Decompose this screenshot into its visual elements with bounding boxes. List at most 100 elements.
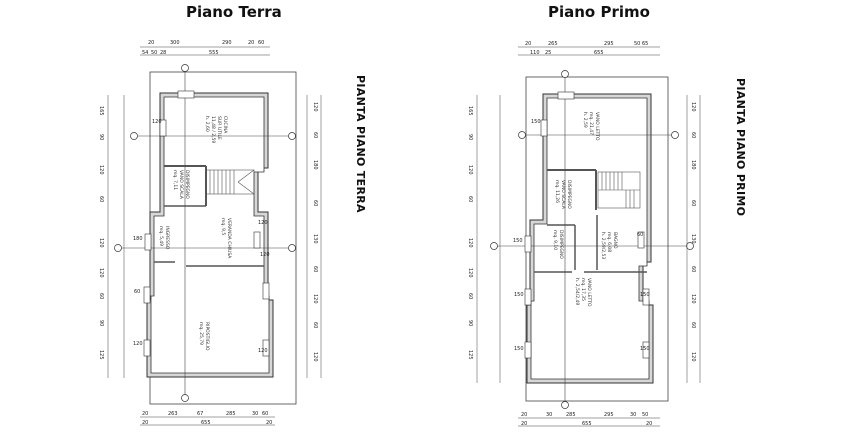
- dim-label: 20: [142, 420, 148, 426]
- dim-label: 20: [521, 421, 527, 427]
- first-floor-plan: 20 265 295 50 65 110 25 655 20 30 285 29…: [467, 41, 701, 427]
- ground-floor-title: Piano Terra: [186, 3, 282, 21]
- room-detail: mq. 5,49: [158, 226, 164, 246]
- window-mark: 120: [260, 252, 270, 258]
- dim-label: 54: [142, 50, 148, 56]
- dim-label: 165: [467, 106, 473, 116]
- ground-room-veranda: VERANDA CHIUSA mq. 9,5: [220, 218, 232, 259]
- ground-axis-marker-right2: [288, 244, 296, 252]
- first-window: [642, 341, 650, 359]
- first-floor-title: Piano Primo: [548, 3, 650, 21]
- ground-dims-right: 120 60 180 60 130 60 120 60 120: [312, 102, 318, 362]
- first-dims-bottom-1: 20 30 285 295 30 50: [521, 412, 648, 418]
- room-name: VANO LETTO: [594, 112, 600, 141]
- window-mark: 150: [640, 292, 650, 298]
- first-room-landing: DISIMPEGNO mq. 9,10: [552, 230, 564, 259]
- room-name: DISIMPEGNO: [558, 230, 564, 259]
- room-name: VERANDA CHIUSA: [226, 218, 232, 259]
- room-detail: 11,48 / 2,59: [210, 116, 216, 143]
- dim-label: 30: [546, 412, 552, 418]
- room-name: RIPOSTIGLIO: [204, 322, 210, 351]
- first-room-bedroom-2: VANO LETTO mq. 17,35 h. 2,54/2,49: [574, 278, 592, 307]
- ground-floor-plan: 20 300 290 20 60 54 50 28 555 20 263 67 …: [98, 40, 322, 426]
- ground-window: [143, 286, 151, 304]
- dim-label: 655: [594, 50, 604, 56]
- dim-label: 655: [582, 421, 592, 427]
- ground-window: [144, 233, 152, 251]
- dim-label: 30: [630, 412, 636, 418]
- window-mark: 150: [514, 292, 524, 298]
- ground-axis-marker-bottom: [181, 394, 189, 402]
- ground-floor-side-label: PIANTA PIANO TERRA: [354, 75, 367, 213]
- ground-room-kitchen: CUCINA SUP. UTILE 11,48 / 2,59 h. 2,60: [204, 116, 228, 143]
- ground-dims-bottom-2: 20 655 20: [142, 420, 272, 426]
- first-axis-marker-right1: [671, 131, 679, 139]
- room-detail: VANO SCALA: [560, 180, 566, 210]
- window-mark: 120: [152, 119, 162, 125]
- first-window-marks: 150 150 150 150 60 150 150: [513, 119, 650, 352]
- ground-axis-marker-left2: [114, 244, 122, 252]
- first-dims-left: 165 90 120 60 120 120 60 90 125: [467, 106, 473, 360]
- dim-label: 120: [312, 294, 318, 304]
- dim-label: 60: [467, 293, 473, 299]
- ground-axis-marker-right1: [288, 132, 296, 140]
- room-name: DISIMPEGNO: [184, 170, 190, 199]
- window-mark: 120: [258, 220, 268, 226]
- dim-label: 300: [170, 40, 180, 46]
- dim-label: 125: [98, 350, 104, 360]
- room-name: VANO LETTO: [586, 278, 592, 307]
- first-window: [540, 119, 548, 137]
- dim-label: 125: [467, 350, 473, 360]
- ground-axis-marker-left1: [130, 132, 138, 140]
- room-name: BAGNO: [612, 232, 618, 249]
- first-axis-marker-left1: [518, 131, 526, 139]
- dim-label: 120: [312, 102, 318, 112]
- ground-room-entrance: INGRESSO mq. 5,49: [158, 226, 170, 250]
- dim-label: 285: [226, 411, 236, 417]
- window-mark: 180: [133, 236, 143, 242]
- room-detail: mq. 9,5: [220, 218, 226, 235]
- ground-room-storage: RIPOSTIGLIO mq. 25,79: [198, 322, 210, 351]
- dim-label: 120: [467, 238, 473, 248]
- window-mark: 120: [133, 341, 143, 347]
- first-window: [637, 231, 645, 249]
- ground-window-marks: 120 180 60 120 120 120 120: [133, 119, 270, 354]
- room-detail: mq. 11,26: [554, 180, 560, 203]
- first-axis-marker-right2: [686, 242, 694, 250]
- room-detail: mq. 7,11: [172, 170, 178, 190]
- dim-label: 60: [690, 266, 696, 272]
- dim-label: 90: [467, 320, 473, 326]
- dim-label: 20: [248, 40, 254, 46]
- first-window: [524, 288, 532, 306]
- first-dims-top-1: 20 265 295 50 65: [525, 41, 648, 47]
- window-mark: 150: [531, 119, 541, 125]
- dim-label: 50: [634, 41, 640, 47]
- dim-label: 60: [98, 196, 104, 202]
- dim-label: 90: [98, 320, 104, 326]
- dim-label: 90: [467, 134, 473, 140]
- dim-label: 295: [604, 412, 614, 418]
- dim-label: 90: [98, 134, 104, 140]
- dim-label: 20: [142, 411, 148, 417]
- ground-window: [143, 339, 151, 357]
- first-window: [524, 235, 532, 253]
- room-detail: h. 2,60: [204, 116, 210, 132]
- dim-label: 120: [690, 352, 696, 362]
- first-dims-right: 120 60 180 60 130 60 120 60 120: [690, 102, 696, 362]
- first-room-hall: DISIMPEGNO VANO SCALA mq. 11,26: [554, 180, 572, 210]
- dim-label: 120: [98, 268, 104, 278]
- room-detail: h. 2,59: [582, 112, 588, 128]
- first-staircase: [597, 171, 641, 209]
- dim-label: 30: [252, 411, 258, 417]
- dim-label: 130: [690, 234, 696, 244]
- dim-label: 20: [266, 420, 272, 426]
- room-detail: VANO SCALA: [178, 170, 184, 200]
- window-mark: 150: [513, 238, 523, 244]
- first-window: [524, 341, 532, 359]
- ground-dims-top-2: 54 50 28 555: [142, 50, 219, 56]
- dim-label: 165: [98, 106, 104, 116]
- dim-label: 120: [98, 165, 104, 175]
- first-dims-top-2: 110 25 655: [530, 50, 604, 56]
- dim-label: 65: [642, 41, 648, 47]
- ground-dims-left: 165 90 120 60 120 120 60 90 125: [98, 106, 104, 360]
